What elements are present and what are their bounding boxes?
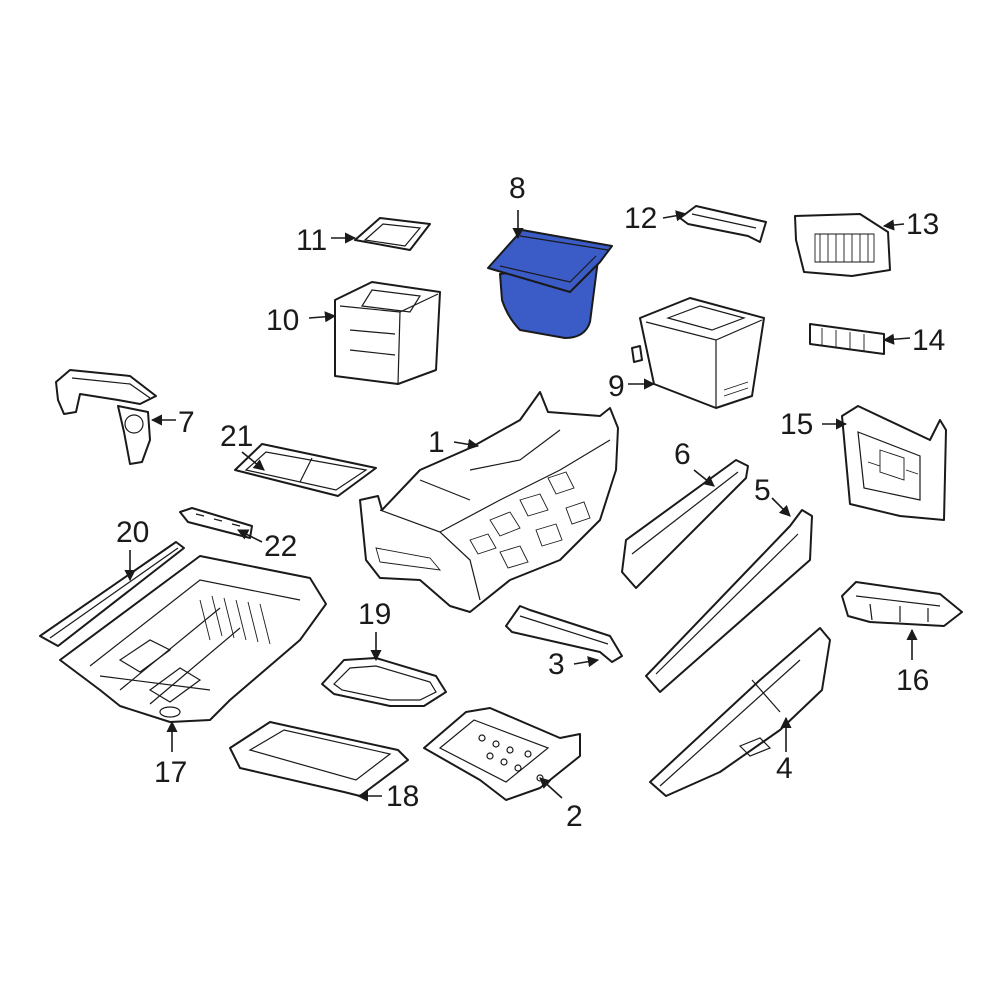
callout-17: 17 [154, 756, 187, 789]
callout-11: 11 [296, 224, 327, 257]
callout-10: 10 [266, 304, 299, 337]
callout-1: 1 [428, 426, 445, 459]
part-15-rear-panel[interactable] [841, 405, 947, 521]
part-7-armrest-hinge[interactable] [55, 369, 157, 465]
part-6-side-trim-left[interactable] [621, 459, 749, 589]
callout-6: 6 [674, 438, 691, 471]
part-2-mount-plate[interactable] [423, 707, 581, 801]
part-21-tray-mat[interactable] [234, 443, 377, 497]
part-13-switch-panel[interactable] [794, 213, 891, 277]
part-16-vent-duct[interactable] [841, 581, 963, 627]
callout-8: 8 [509, 172, 526, 205]
callout-3: 3 [548, 648, 565, 681]
callout-5: 5 [754, 474, 771, 507]
part-9-console-box[interactable] [631, 297, 765, 409]
callout-4: 4 [776, 752, 793, 785]
part-3-bracket[interactable] [505, 605, 623, 663]
callout-22: 22 [264, 530, 297, 563]
part-8-storage-bin[interactable] [487, 229, 613, 339]
part-1-console-frame[interactable] [359, 391, 619, 613]
part-19-gasket-ring[interactable] [321, 657, 447, 707]
callout-9: 9 [608, 370, 625, 403]
part-10-console-bin-frame[interactable] [334, 281, 441, 385]
callout-20: 20 [116, 516, 149, 549]
part-11-lid-pad[interactable] [354, 217, 431, 251]
part-12-trim-strip[interactable] [679, 205, 767, 243]
part-4-side-cover[interactable] [649, 627, 831, 797]
callout-16: 16 [896, 664, 929, 697]
part-22-clip-strip[interactable] [179, 507, 253, 539]
part-5-side-trim-right[interactable] [645, 509, 813, 693]
callout-labels: 1 2 3 4 5 6 7 8 9 10 11 12 13 14 15 16 1… [116, 172, 945, 833]
leader-lines [124, 210, 918, 802]
part-18-lower-frame[interactable] [229, 721, 409, 797]
part-14-bracket[interactable] [809, 323, 885, 355]
part-17-base-tub[interactable] [59, 555, 327, 723]
callout-2: 2 [566, 800, 583, 833]
callout-7: 7 [178, 406, 195, 439]
callout-19: 19 [358, 598, 391, 631]
callout-14: 14 [912, 324, 945, 357]
callout-12: 12 [624, 202, 657, 235]
callout-13: 13 [906, 208, 939, 241]
callout-18: 18 [386, 780, 419, 813]
callout-21: 21 [220, 420, 253, 453]
callout-15: 15 [780, 408, 813, 441]
